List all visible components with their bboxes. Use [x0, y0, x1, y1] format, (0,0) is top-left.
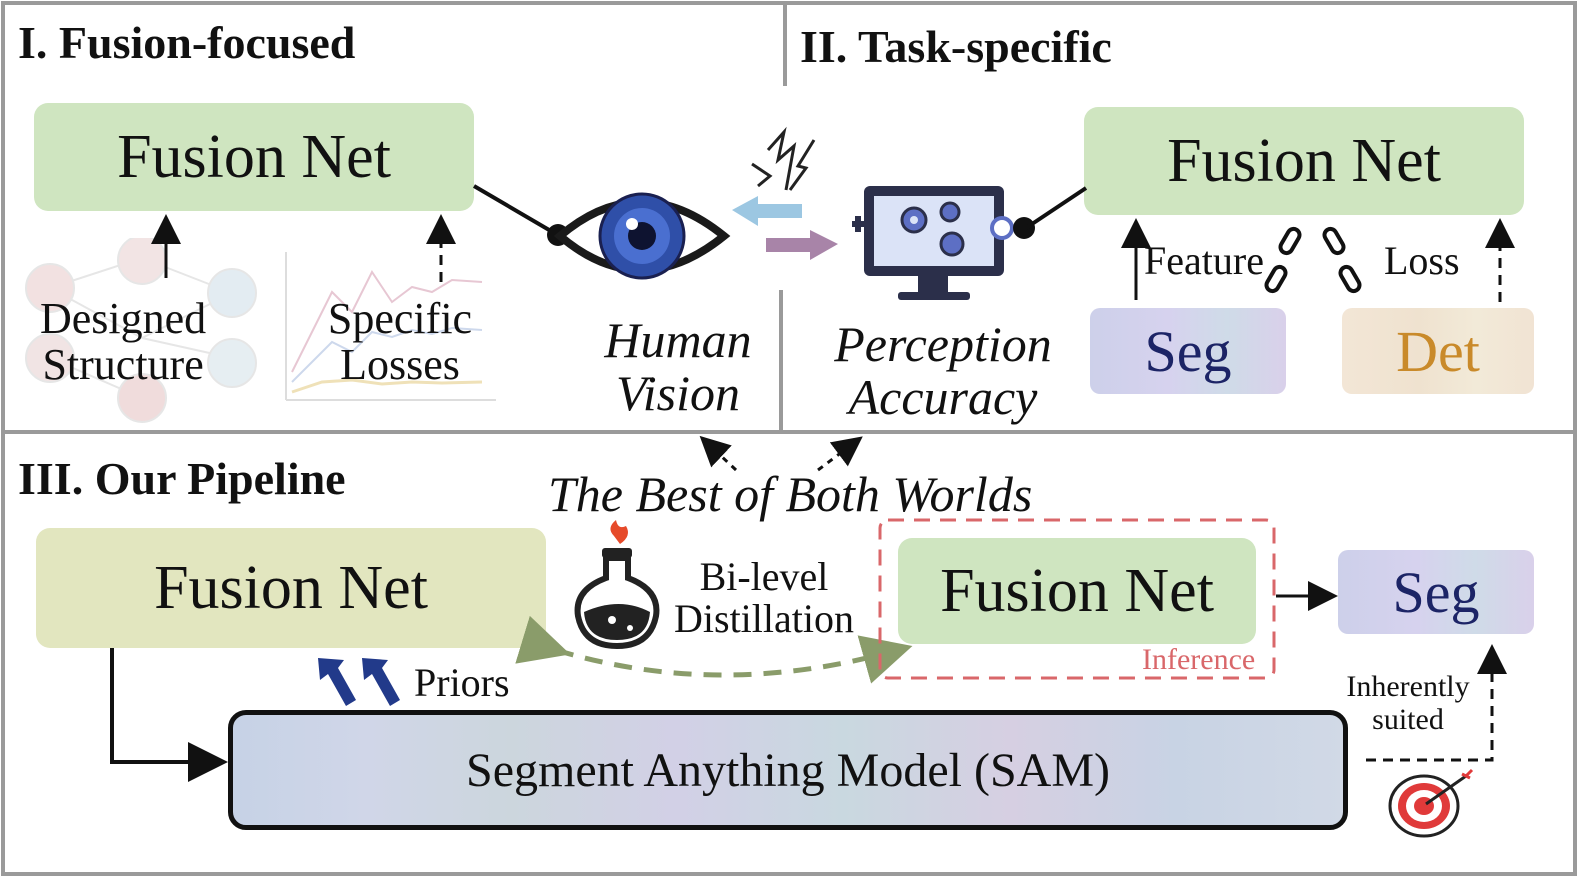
seg-thumbnail-pipeline: Seg — [1338, 550, 1534, 634]
best-of-both-worlds-label: The Best of Both Worlds — [548, 466, 1033, 522]
target-icon — [1388, 768, 1474, 838]
eye-icon — [553, 192, 731, 280]
left-arrow-blue — [732, 196, 802, 226]
fusion-net-box-task-specific: Fusion Net — [1084, 107, 1524, 215]
fusion-net-box-pipeline-right: Fusion Net — [898, 538, 1256, 644]
loss-curves-icon — [285, 252, 496, 401]
fusion-net-box-pipeline-left: Fusion Net — [36, 528, 546, 648]
network-graph-icon — [25, 238, 257, 423]
sam-label: Segment Anything Model (SAM) — [466, 743, 1110, 797]
broken-chain-icon — [1264, 226, 1362, 294]
section-title-pipeline: III. Our Pipeline — [18, 453, 346, 504]
right-arrow-purple — [766, 230, 838, 260]
distillation-arrow — [515, 615, 913, 684]
seg-thumbnail: Seg — [1090, 308, 1286, 394]
loss-label: Loss — [1384, 238, 1460, 283]
det-thumbnail: Det — [1342, 308, 1534, 394]
inference-label: Inference — [1142, 643, 1256, 676]
feature-label: Feature — [1144, 238, 1264, 283]
sam-box: Segment Anything Model (SAM) — [228, 710, 1348, 830]
flask-icon — [574, 520, 660, 650]
monitor-gears-icon — [852, 186, 1014, 300]
section-title-fusion-focused: I. Fusion-focused — [18, 17, 356, 68]
lightning-icon — [751, 126, 816, 191]
inference-box — [878, 518, 1276, 680]
priors-label: Priors — [414, 660, 510, 705]
fusion-net-box-fusion-focused: Fusion Net — [34, 103, 474, 211]
priors-arrows-icon — [318, 658, 400, 706]
section-title-task-specific: II. Task-specific — [800, 21, 1112, 72]
inherently-suited-label: Inherently suited — [1346, 670, 1470, 736]
